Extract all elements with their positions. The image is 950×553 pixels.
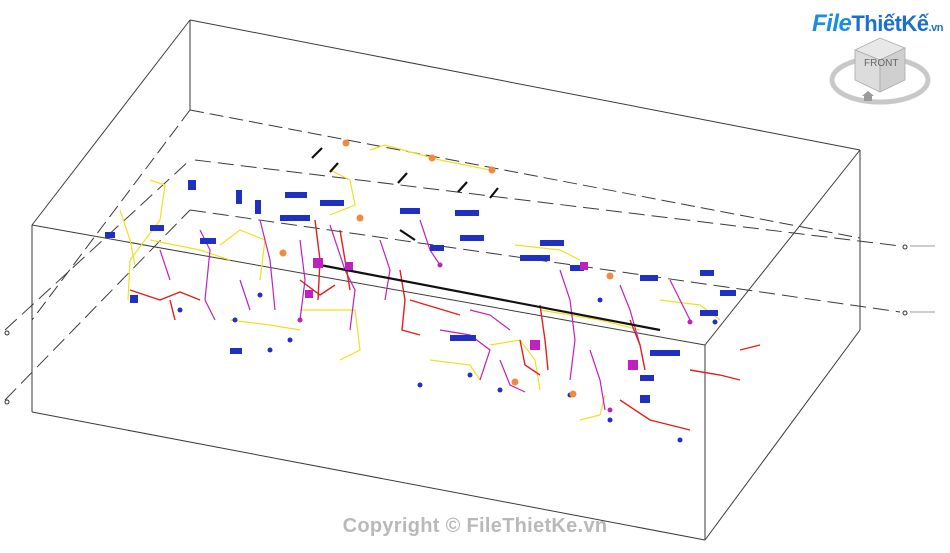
viewcube-icon[interactable]: FRONT xyxy=(829,37,931,105)
model-bounding-box xyxy=(31,19,861,541)
logo-file-text: File xyxy=(812,10,852,37)
red-pipes xyxy=(129,219,761,431)
viewcube-face-label[interactable]: FRONT xyxy=(864,58,898,69)
copyright-watermark: Copyright © FileThietKe.vn xyxy=(342,515,608,537)
level-lines xyxy=(4,159,901,401)
yellow-pipes xyxy=(119,144,721,421)
logo-tld-text: .vn xyxy=(928,22,944,34)
mep-model xyxy=(105,139,761,443)
magenta-pipes xyxy=(159,219,691,411)
blue-fixtures xyxy=(105,180,736,443)
logo-name-text: ThiếtKế xyxy=(851,11,929,36)
level-markers xyxy=(4,244,935,405)
site-logo: FileThiếtKế.vn xyxy=(812,10,943,38)
orange-devices xyxy=(279,139,614,398)
home-icon[interactable] xyxy=(862,91,874,101)
black-main-pipe xyxy=(311,147,661,332)
magenta-fittings xyxy=(297,258,693,413)
